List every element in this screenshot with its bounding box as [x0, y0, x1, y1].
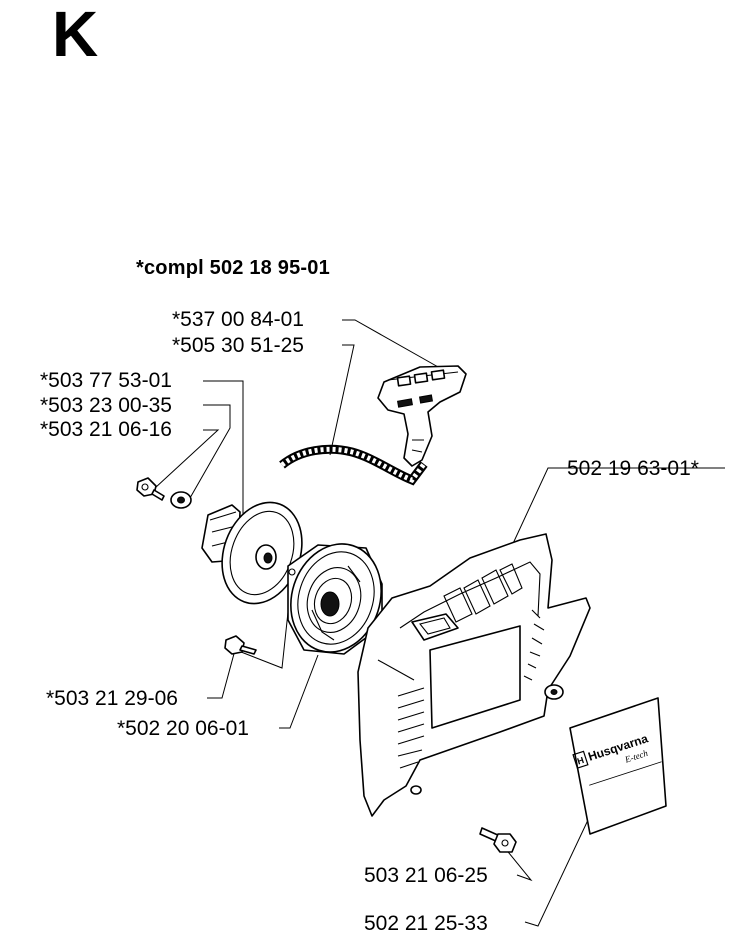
part-label-washer: *503 23 00-35 — [40, 394, 172, 417]
svg-text:H: H — [576, 755, 585, 767]
part-label-handle: *537 00 84-01 — [172, 308, 304, 331]
part-label-decal: 502 21 25-33 — [364, 912, 488, 935]
part-label-housing-screw: *503 21 29-06 — [46, 687, 178, 710]
cover-screw — [479, 827, 517, 853]
part-label-cord: *505 30 51-25 — [172, 334, 304, 357]
part-label-center-screw: *503 21 06-16 — [40, 418, 172, 441]
starter-handle — [377, 365, 467, 467]
section-letter: K — [52, 0, 99, 70]
part-label-pulley: *503 77 53-01 — [40, 369, 172, 392]
rope-pulley — [201, 501, 303, 605]
spring-housing — [287, 543, 383, 655]
part-label-cover-screw: 503 21 06-25 — [364, 864, 488, 887]
center-screw — [136, 477, 165, 501]
assembly-title: *compl 502 18 95-01 — [136, 257, 330, 279]
part-label-spring-housing: *502 20 06-01 — [117, 717, 249, 740]
washer — [170, 491, 192, 509]
starter-cover — [357, 533, 591, 817]
part-label-cover: 502 19 63-01* — [567, 457, 699, 480]
starter-cord — [279, 444, 428, 486]
decal: H Husqvarna E-tech — [569, 697, 667, 835]
housing-screw — [224, 635, 257, 655]
